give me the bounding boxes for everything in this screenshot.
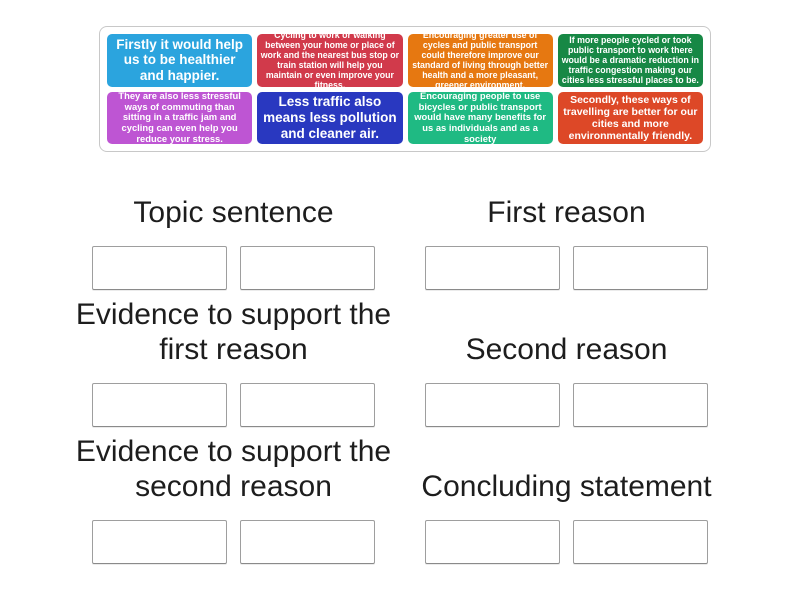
- drop-slot[interactable]: [92, 520, 227, 564]
- word-card[interactable]: If more people cycled or took public tra…: [557, 34, 703, 87]
- drop-slot[interactable]: [573, 520, 708, 564]
- category-group: Concluding statement: [400, 427, 733, 564]
- drop-slot[interactable]: [573, 383, 708, 427]
- category-label: Topic sentence: [133, 195, 334, 229]
- drop-slot[interactable]: [425, 383, 560, 427]
- slot-row: [425, 246, 708, 290]
- drop-slot[interactable]: [240, 246, 375, 290]
- word-card[interactable]: Encouraging people to use bicycles or pu…: [407, 91, 553, 144]
- word-card[interactable]: Firstly it would help us to be healthier…: [107, 34, 253, 87]
- category-label: Evidence to support the second reason: [75, 435, 392, 503]
- slot-row: [425, 383, 708, 427]
- drop-slot[interactable]: [425, 246, 560, 290]
- category-group: First reason: [400, 170, 733, 290]
- category-label: Second reason: [465, 332, 668, 366]
- category-groups: Topic sentence First reason Evidence to …: [67, 170, 733, 564]
- word-card[interactable]: Encouraging greater use of cycles and pu…: [407, 34, 553, 87]
- slot-row: [92, 520, 375, 564]
- category-group: Topic sentence: [67, 170, 400, 290]
- drop-slot[interactable]: [92, 246, 227, 290]
- category-group: Second reason: [400, 290, 733, 427]
- drop-slot[interactable]: [240, 520, 375, 564]
- word-card[interactable]: They are also less stressful ways of com…: [107, 91, 253, 144]
- drop-slot[interactable]: [425, 520, 560, 564]
- category-label: Concluding statement: [421, 469, 712, 503]
- category-group: Evidence to support the first reason: [67, 290, 400, 427]
- slot-row: [425, 520, 708, 564]
- slot-row: [92, 246, 375, 290]
- category-group: Evidence to support the second reason: [67, 427, 400, 564]
- slot-row: [92, 383, 375, 427]
- drop-slot[interactable]: [92, 383, 227, 427]
- word-card[interactable]: Secondly, these ways of travelling are b…: [557, 91, 703, 144]
- drop-slot[interactable]: [240, 383, 375, 427]
- drop-slot[interactable]: [573, 246, 708, 290]
- word-card[interactable]: Less traffic also means less pollution a…: [257, 91, 403, 144]
- card-tray: Firstly it would help us to be healthier…: [99, 26, 711, 152]
- word-card[interactable]: Cycling to work or walking between your …: [257, 34, 403, 87]
- category-label: First reason: [487, 195, 646, 229]
- category-label: Evidence to support the first reason: [75, 298, 392, 366]
